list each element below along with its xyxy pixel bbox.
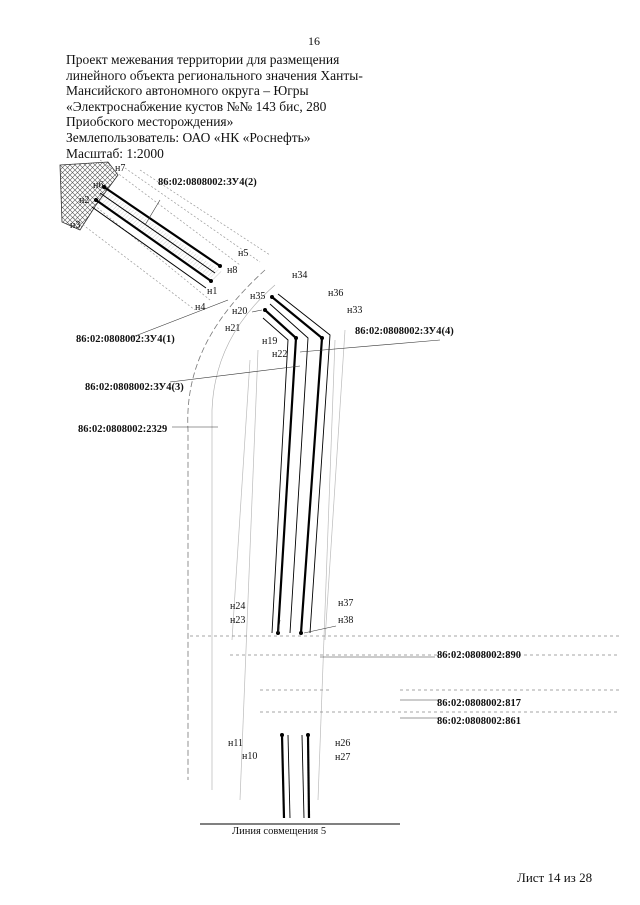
boundary-point bbox=[270, 295, 274, 299]
lower-corridor-lines bbox=[280, 734, 311, 819]
parcel-labels: 86:02:0808002:ЗУ4(2) 86:02:0808002:ЗУ4(1… bbox=[76, 177, 521, 727]
parcel-label: 86:02:0808002:2329 bbox=[78, 424, 167, 435]
boundary-point bbox=[320, 336, 324, 340]
point-label: н6 bbox=[93, 180, 103, 191]
boundary-point bbox=[102, 185, 106, 189]
page-number: 16 bbox=[308, 34, 320, 48]
point-label: н11 bbox=[228, 738, 243, 749]
point-label: н26 bbox=[335, 738, 350, 749]
header-line: линейного объекта регионального значения… bbox=[66, 67, 363, 83]
point-label: н22 bbox=[272, 349, 287, 360]
point-label: н24 bbox=[230, 601, 245, 612]
scale-line: Масштаб: 1:2000 bbox=[66, 145, 164, 161]
point-label: н38 bbox=[338, 615, 353, 626]
parcel-label: 86:02:0808002:861 bbox=[437, 716, 521, 727]
point-label: н35 bbox=[250, 291, 265, 302]
boundary-arc bbox=[187, 269, 266, 780]
header-line: Приобского месторождения» bbox=[66, 114, 234, 130]
point-label: н1 bbox=[207, 286, 217, 297]
land-user-line: Землепользователь: ОАО «НК «Роснефть» bbox=[66, 129, 311, 145]
point-labels: н7 н6 н2 н3 н5 н8 н1 н4 н34 н35 н36 н33 … bbox=[70, 163, 362, 763]
point-label: н8 bbox=[227, 265, 237, 276]
boundary-point bbox=[209, 279, 213, 283]
junction-line-label: Линия совмещения 5 bbox=[232, 826, 327, 837]
sheet-number: Лист 14 из 28 bbox=[517, 870, 593, 885]
point-label: н19 bbox=[262, 336, 277, 347]
header-line: Мансийского автономного округа – Югры bbox=[66, 83, 309, 99]
vertical-boundaries bbox=[231, 329, 346, 801]
point-label: н34 bbox=[292, 270, 307, 281]
point-label: н36 bbox=[328, 288, 343, 299]
corridor-boundaries bbox=[69, 159, 271, 311]
point-label: н21 bbox=[225, 323, 240, 334]
boundary-points bbox=[94, 185, 324, 737]
point-label: н27 bbox=[335, 752, 350, 763]
boundary-point bbox=[94, 198, 98, 202]
existing-parcel-hatch bbox=[59, 161, 119, 231]
parcel-label: 86:02:0808002:ЗУ4(1) bbox=[76, 334, 175, 345]
boundary-point bbox=[306, 733, 310, 737]
header-line: «Электроснабжение кустов №№ 143 бис, 280 bbox=[66, 98, 327, 114]
parcel-label: 86:02:0808002:817 bbox=[437, 698, 521, 709]
leader-lines bbox=[129, 199, 441, 719]
document-header: Проект межевания территории для размещен… bbox=[66, 52, 366, 161]
parcel-label: 86:02:0808002:ЗУ4(4) bbox=[355, 326, 454, 337]
point-label: н37 bbox=[338, 598, 353, 609]
boundary-point bbox=[263, 308, 267, 312]
diagonal-corridor-lines bbox=[91, 186, 221, 289]
point-label: н5 bbox=[238, 248, 248, 259]
point-label: н4 bbox=[195, 302, 205, 313]
point-label: н2 bbox=[79, 195, 89, 206]
point-label: н23 bbox=[230, 615, 245, 626]
boundary-arc-inner bbox=[211, 284, 276, 790]
boundary-point bbox=[294, 336, 298, 340]
point-label: н33 bbox=[347, 305, 362, 316]
parcel-label: 86:02:0808002:ЗУ4(2) bbox=[158, 177, 257, 188]
boundary-point bbox=[280, 733, 284, 737]
boundary-point bbox=[218, 264, 222, 268]
point-label: н10 bbox=[242, 751, 257, 762]
header-line: Проект межевания территории для размещен… bbox=[66, 52, 340, 67]
parcel-label: 86:02:0808002:ЗУ4(3) bbox=[85, 382, 184, 393]
point-label: н7 bbox=[115, 163, 125, 174]
parcel-horizontal-lines bbox=[190, 635, 620, 713]
point-label: н3 bbox=[70, 220, 80, 231]
boundary-point bbox=[299, 631, 303, 635]
point-label: н20 bbox=[232, 306, 247, 317]
parcel-label: 86:02:0808002:890 bbox=[437, 650, 521, 661]
